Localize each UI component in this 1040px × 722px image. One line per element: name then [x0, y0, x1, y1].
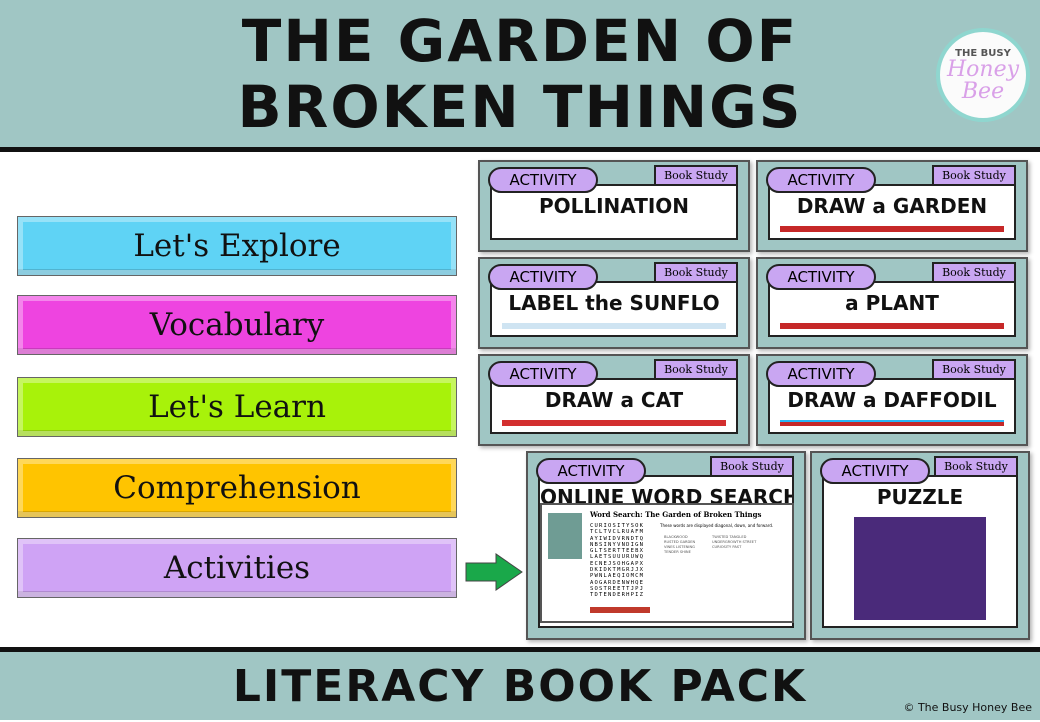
menu-lets-explore[interactable]: Let's Explore — [17, 216, 457, 276]
card-draw-plant[interactable]: ACTIVITY Book Study a PLANT — [756, 257, 1028, 349]
grid-row: DKIDKTMGRJJX — [590, 567, 645, 574]
card-image — [780, 323, 1004, 329]
book-study-badge: Book Study — [710, 456, 794, 476]
grid-row: PWNLAEQIOMCM — [590, 573, 645, 580]
card-title: POLLINATION — [538, 194, 690, 218]
card-title: LABEL the SUNFLO — [508, 291, 720, 315]
card-draw-cat[interactable]: ACTIVITY Book Study DRAW a CAT — [478, 354, 750, 446]
menu-vocabulary[interactable]: Vocabulary — [17, 295, 457, 355]
title-line-1: THE GARDEN OF — [241, 7, 799, 75]
menu-lets-learn[interactable]: Let's Learn — [17, 377, 457, 437]
card-draw-garden[interactable]: ACTIVITY Book Study DRAW a GARDEN — [756, 160, 1028, 252]
activity-tag: ACTIVITY — [488, 361, 598, 387]
activity-tag: ACTIVITY — [766, 167, 876, 193]
book-study-badge: Book Study — [932, 165, 1016, 185]
card-image — [854, 517, 986, 620]
title-line-2: BROKEN THINGS — [237, 73, 803, 141]
activity-tag: ACTIVITY — [820, 458, 930, 484]
grid-row: TCLTVCLRUAFM — [590, 529, 645, 536]
card-image — [502, 323, 726, 329]
footer-banner: LITERACY BOOK PACK © The Busy Honey Bee — [0, 647, 1040, 720]
logo-line-2: Honey Bee — [946, 57, 1020, 104]
grid-row: ECNEJSOHGAPX — [590, 560, 645, 567]
card-pollination[interactable]: ACTIVITY Book Study POLLINATION — [478, 160, 750, 252]
card-image — [780, 226, 1004, 232]
grid-row: CURIOSITYSOK — [590, 523, 645, 529]
book-study-badge: Book Study — [932, 359, 1016, 379]
card-title: a PLANT — [845, 291, 939, 315]
book-cover — [548, 513, 582, 559]
word-list-2: TWISTED TANGLED UNDERGROWTH STREET CURIO… — [712, 535, 757, 549]
activity-tag: ACTIVITY — [536, 458, 646, 484]
instructions: These words are displayed diagonal, down… — [660, 523, 774, 528]
book-study-badge: Book Study — [932, 262, 1016, 282]
activity-tag: ACTIVITY — [766, 361, 876, 387]
grid-row: AOGARDENWHQE — [590, 579, 645, 586]
grid-row: TDTENDERHPIZ — [590, 592, 645, 599]
book-study-badge: Book Study — [654, 165, 738, 185]
book-study-badge: Book Study — [654, 262, 738, 282]
grid-row: LAETSUUURUWQ — [590, 554, 645, 561]
grid-row: GLTSERTTEEBX — [590, 548, 645, 555]
card-image — [502, 420, 726, 426]
card-draw-daffodil[interactable]: ACTIVITY Book Study DRAW a DAFFODIL — [756, 354, 1028, 446]
card-title: DRAW a CAT — [544, 388, 684, 412]
card-image — [780, 420, 1004, 426]
grid-row: AYIWIDVRNDTQ — [590, 535, 645, 542]
card-label-sunflower[interactable]: ACTIVITY Book Study LABEL the SUNFLO — [478, 257, 750, 349]
copyright: © The Busy Honey Bee — [903, 701, 1032, 714]
header-banner: THE GARDEN OF BROKEN THINGS — [0, 0, 1040, 152]
menu-comprehension[interactable]: Comprehension — [17, 458, 457, 518]
logo-line-1: THE BUSY — [955, 48, 1011, 59]
activity-tag: ACTIVITY — [488, 167, 598, 193]
activity-tag: ACTIVITY — [766, 264, 876, 290]
word-list-1: BLACKWOOD RUSTED GARDEN VINES LISTENING … — [664, 535, 696, 554]
card-title: DRAW a DAFFODIL — [787, 388, 997, 412]
menu-activities[interactable]: Activities — [17, 538, 457, 598]
book-study-badge: Book Study — [654, 359, 738, 379]
arrow-right-icon — [465, 553, 523, 591]
word-search-preview: Word Search: The Garden of Broken Things… — [540, 503, 794, 623]
grid-row: NBSINYVNDIGN — [590, 541, 645, 548]
grid-row: SOSTREETTJPJ — [590, 585, 645, 592]
word-search-title: Word Search: The Garden of Broken Things — [590, 510, 762, 519]
book-study-badge: Book Study — [934, 456, 1018, 476]
action-buttons[interactable] — [590, 607, 650, 613]
footer-title: LITERACY BOOK PACK — [232, 661, 808, 712]
card-title: PUZZLE — [876, 485, 964, 509]
activity-tag: ACTIVITY — [488, 264, 598, 290]
card-title: DRAW a GARDEN — [796, 194, 988, 218]
